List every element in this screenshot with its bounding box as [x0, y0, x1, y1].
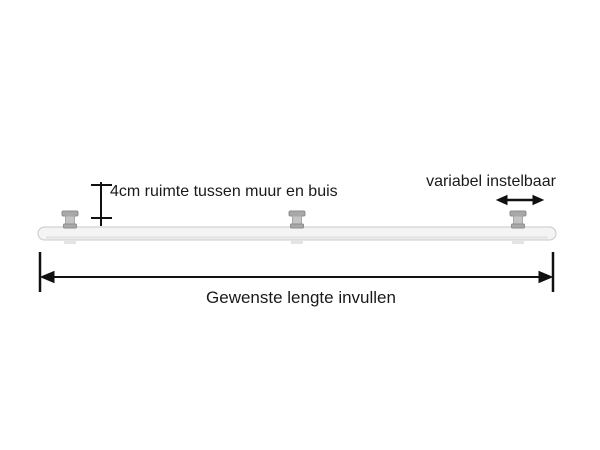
arrow-head-left [495, 194, 508, 206]
bracket-base [290, 223, 304, 229]
bracket-base [63, 223, 77, 229]
dimension-arrow-head-right [538, 270, 554, 284]
dimension-arrow-head-left [39, 270, 55, 284]
bracket-shadow-center [291, 241, 303, 244]
wall-bracket-center [288, 210, 306, 229]
bracket-base [511, 223, 525, 229]
adjustable-label: variabel instelbaar [426, 173, 557, 190]
wall-bracket-left [61, 210, 79, 229]
bracket-shadow-left [64, 241, 76, 244]
bracket-shadow-right [512, 241, 524, 244]
wall-bracket-right [509, 210, 527, 229]
bracket-cap [288, 210, 306, 217]
spacing-label: 4cm ruimte tussen muur en buis [110, 183, 338, 200]
length-label: Gewenste lengte invullen [206, 288, 396, 307]
spacing-dimension-marker [91, 182, 112, 226]
length-dimension-line [38, 252, 555, 292]
adjustable-double-arrow-icon [495, 194, 545, 206]
arrow-head-right [532, 194, 545, 206]
bracket-cap [509, 210, 527, 217]
bracket-cap [61, 210, 79, 217]
